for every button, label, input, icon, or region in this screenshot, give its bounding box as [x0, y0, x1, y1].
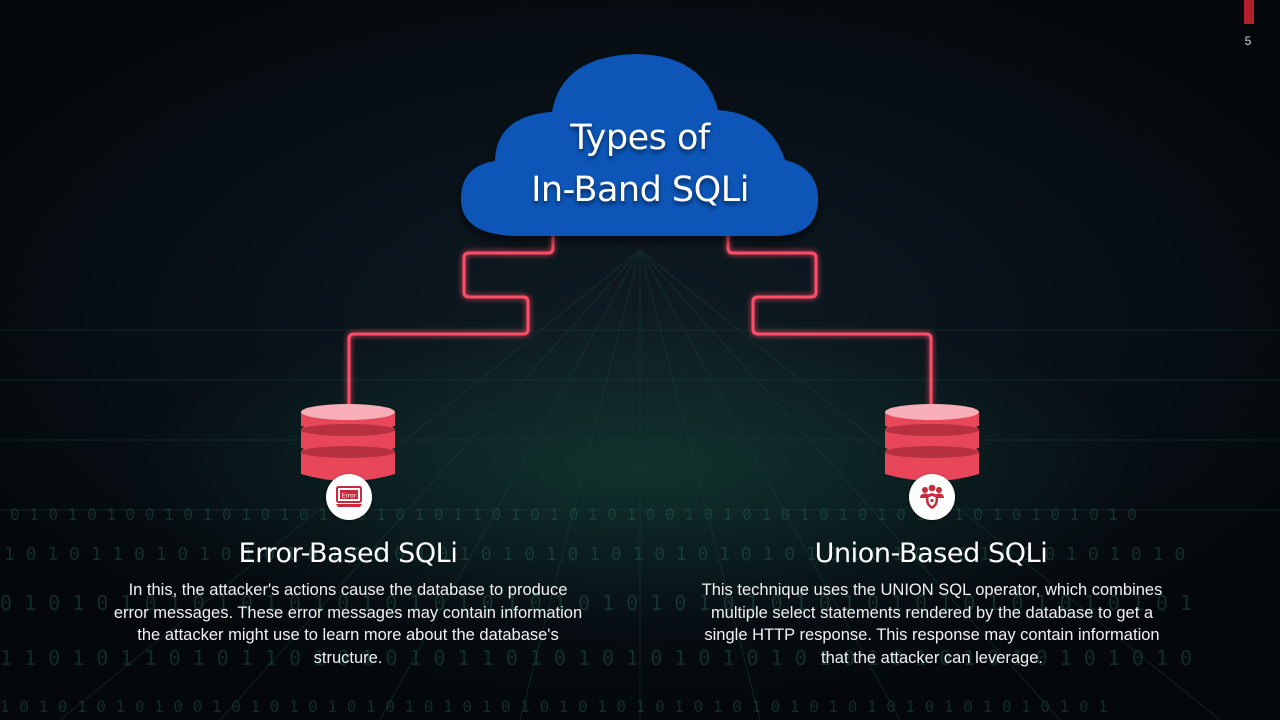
svg-text:0 1 0 1 0 1 0 0 1 0 1 0 1 0 1: 0 1 0 1 0 1 0 0 1 0 1 0 1 0 1 0 1 0 0 1 …	[10, 505, 1137, 524]
page-number: 5	[1244, 34, 1252, 48]
database-icon-right	[885, 404, 979, 481]
error-monitor-icon: Error	[336, 486, 362, 507]
connector-left	[347, 236, 555, 408]
svg-text:1 0 1 0 1 0 1 0 1 0 0 1 0 1 0: 1 0 1 0 1 0 1 0 1 0 0 1 0 1 0 1 0 1 0 1 …	[0, 697, 1108, 716]
database-icon-left	[301, 404, 395, 481]
union-based-description: This technique uses the UNION SQL operat…	[701, 581, 1163, 667]
svg-text:1 1 0 1 0 1 1 0 1 0 1 1 0 1 0: 1 1 0 1 0 1 1 0 1 0 1 1 0 1 0 1 0 1 0 1 …	[0, 646, 1192, 670]
error-based-description: In this, the attacker's actions cause th…	[113, 581, 583, 667]
error-badge: Error	[326, 474, 372, 520]
cloud-title: Types of In-Band SQLi	[470, 112, 810, 216]
svg-text:0 1 0 1 0 1 0 1 0 1 0 1 0 1 0: 0 1 0 1 0 1 0 1 0 1 0 1 0 1 0 1 0 1 0 1 …	[0, 591, 1192, 615]
cloud-shape	[461, 54, 818, 236]
svg-text:1 0 1 0 1 1 0 1 0 1 0 1 0 1 0: 1 0 1 0 1 1 0 1 0 1 0 1 0 1 0 1 0 1 0 1 …	[4, 544, 1185, 565]
connector-right	[726, 236, 933, 408]
error-based-title: Error-Based SQLi	[238, 538, 458, 569]
union-badge	[909, 474, 955, 520]
users-shield-icon	[920, 484, 944, 509]
cloud-title-line-2: In-Band SQLi	[531, 170, 749, 210]
cloud-title-line-1: Types of	[570, 118, 710, 158]
accent-bar	[1244, 0, 1254, 24]
union-based-title: Union-Based SQLi	[814, 538, 1048, 569]
error-badge-text: Error	[342, 493, 357, 500]
